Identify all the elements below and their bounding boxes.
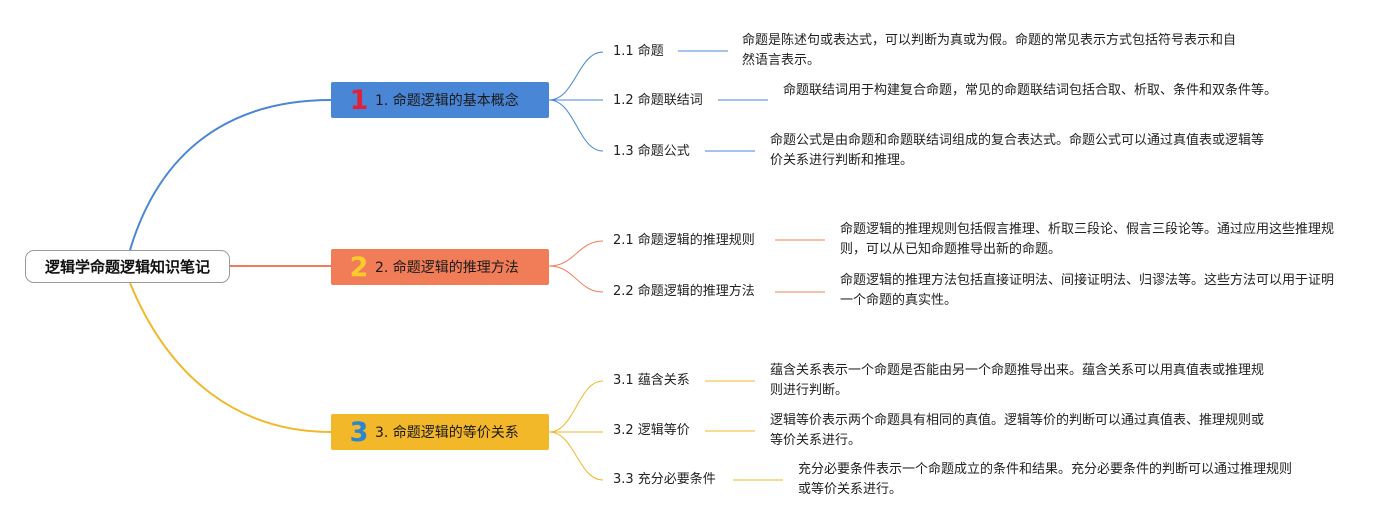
- connector-1-3: [548, 99, 604, 152]
- subtopic-2-2[interactable]: 2.2 命题逻辑的推理方法: [613, 284, 755, 299]
- branch-1-label: 1. 命题逻辑的基本概念: [375, 93, 519, 109]
- subtopic-2-1[interactable]: 2.1 命题逻辑的推理规则: [613, 233, 755, 248]
- number-3-icon: 3: [349, 416, 369, 448]
- branch-2-node[interactable]: 2 2. 命题逻辑的推理方法: [331, 249, 549, 285]
- branch-3-label: 3. 命题逻辑的等价关系: [375, 425, 519, 441]
- description-1-2: 命题联结词用于构建复合命题，常见的命题联结词包括合取、析取、条件和双条件等。: [783, 83, 1278, 98]
- connector-1-1: [548, 51, 604, 101]
- connector-3-1: [548, 380, 604, 433]
- description-1-3: 命题公式是由命题和命题联结词组成的复合表达式。命题公式可以通过真值表或逻辑等价关…: [770, 133, 1265, 168]
- subtopic-3-3[interactable]: 3.3 充分必要条件: [613, 472, 716, 487]
- connector-2-1: [548, 240, 604, 267]
- number-2-icon: 2: [349, 251, 369, 283]
- subtopic-1-1[interactable]: 1.1 命题: [613, 44, 664, 59]
- subtopic-1-2[interactable]: 1.2 命题联结词: [613, 93, 703, 108]
- description-3-3: 充分必要条件表示一个命题成立的条件和结果。充分必要条件的判断可以通过推理规则或等…: [798, 462, 1293, 497]
- branch-3-node[interactable]: 3 3. 命题逻辑的等价关系: [331, 414, 549, 450]
- description-2-2: 命题逻辑的推理方法包括直接证明法、间接证明法、归谬法等。这些方法可以用于证明一个…: [840, 273, 1335, 308]
- connector-root-branch-3: [129, 282, 332, 433]
- branch-2-label: 2. 命题逻辑的推理方法: [375, 260, 519, 276]
- description-3-1: 蕴含关系表示一个命题是否能由另一个命题推导出来。蕴含关系可以用真值表或推理规则进…: [770, 363, 1265, 398]
- connector-root-branch-1: [129, 99, 332, 251]
- subtopic-3-1[interactable]: 3.1 蕴含关系: [613, 373, 690, 388]
- subtopic-3-2[interactable]: 3.2 逻辑等价: [613, 423, 690, 438]
- connector-2-2: [548, 265, 604, 293]
- description-2-1: 命题逻辑的推理规则包括假言推理、析取三段论、假言三段论等。通过应用这些推理规则，…: [840, 222, 1335, 257]
- connector-3-3: [548, 431, 604, 481]
- root-topic-label: 逻辑学命题逻辑知识笔记: [44, 258, 210, 276]
- root-topic[interactable]: 逻辑学命题逻辑知识笔记: [25, 250, 230, 283]
- number-1-icon: 1: [349, 84, 369, 116]
- branch-1-node[interactable]: 1 1. 命题逻辑的基本概念: [331, 82, 549, 118]
- description-3-2: 逻辑等价表示两个命题具有相同的真值。逻辑等价的判断可以通过真值表、推理规则或等价…: [770, 413, 1265, 448]
- subtopic-1-3[interactable]: 1.3 命题公式: [613, 144, 690, 159]
- description-1-1: 命题是陈述句或表达式，可以判断为真或为假。命题的常见表示方式包括符号表示和自然语…: [742, 33, 1237, 68]
